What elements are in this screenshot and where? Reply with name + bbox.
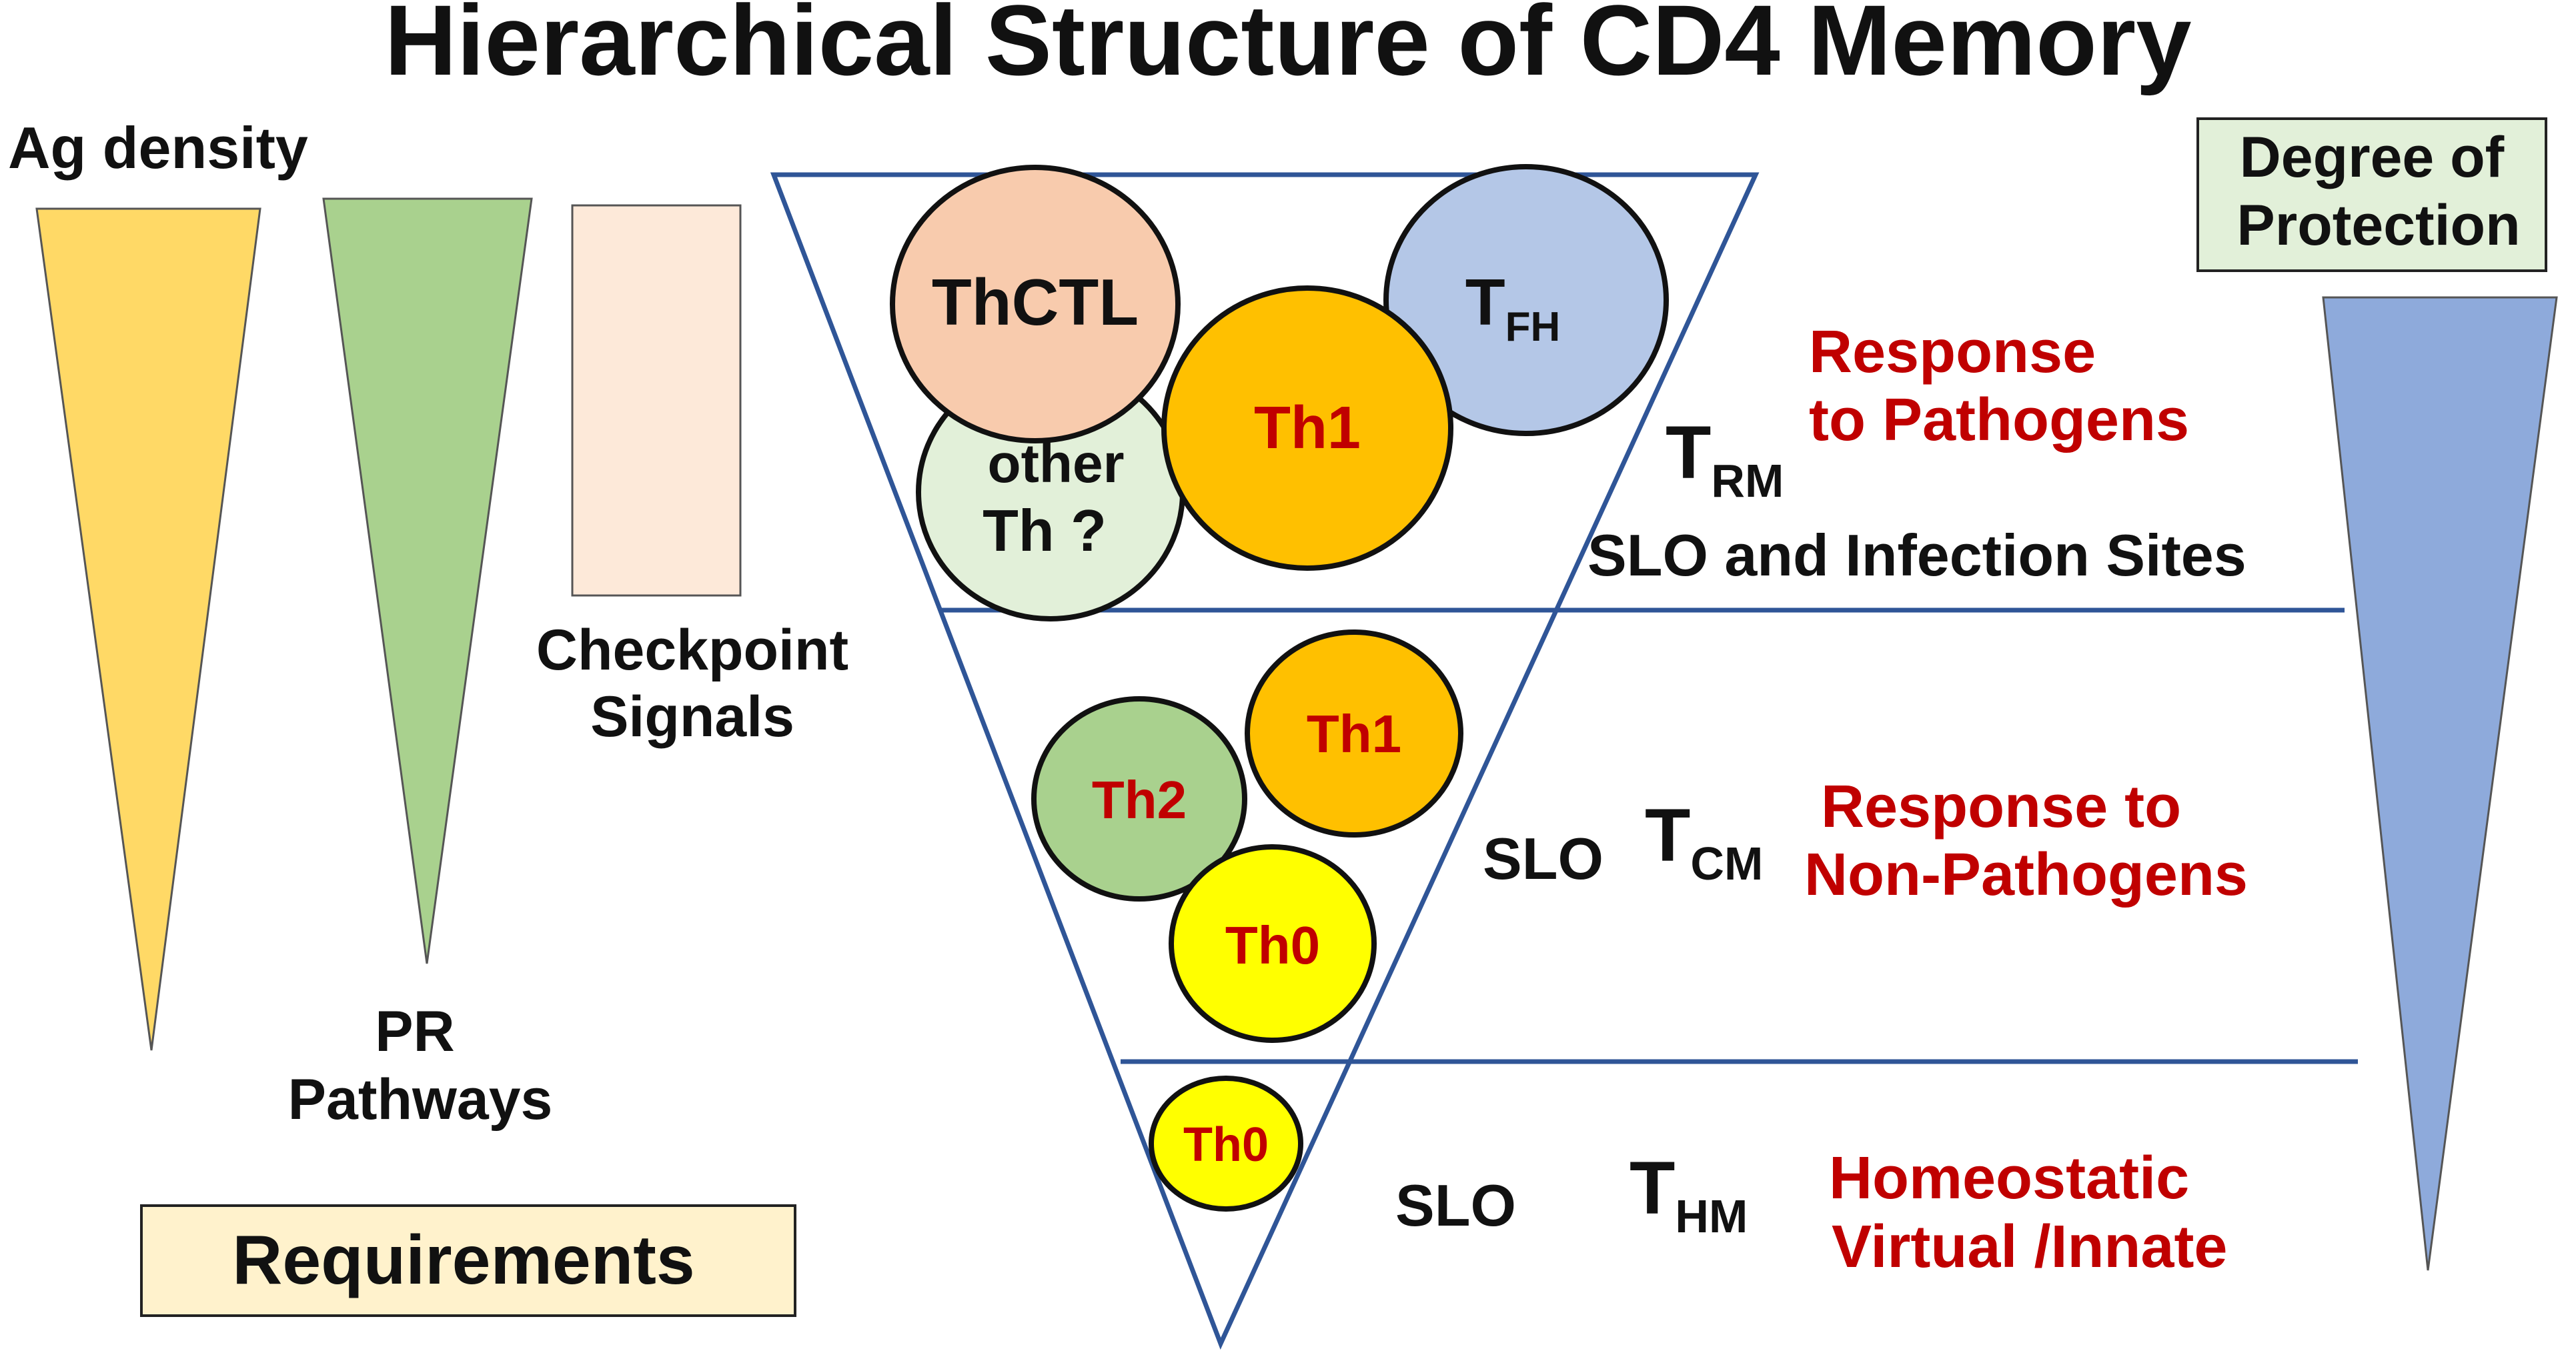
th1-top-label: Th1: [1254, 395, 1361, 461]
thm-label-main: T: [1630, 1146, 1675, 1230]
requirements-label: Requirements: [232, 1222, 695, 1299]
tfh-label-sub: FH: [1505, 304, 1561, 350]
tfh-label-main: T: [1465, 265, 1505, 339]
tcm-label-main: T: [1645, 794, 1690, 877]
trm-label-sub: RM: [1711, 455, 1784, 507]
hierarchy-triangle: [770, 172, 1760, 1350]
th0-cell-middle: [1169, 844, 1377, 1043]
tcm-label-sub: CM: [1690, 838, 1763, 890]
protection-label-line1: Degree of: [2240, 125, 2505, 189]
trm-label: TRM: [1666, 411, 1784, 507]
thctl-label: ThCTL: [932, 265, 1139, 339]
title: Hierarchical Structure of CD4 Memory: [384, 0, 2191, 96]
response-nonpathogens-line2: Non-Pathogens: [1804, 842, 2248, 908]
th0-cell-bottom: [1149, 1076, 1303, 1212]
tcm-label: TCM: [1645, 794, 1763, 890]
checkpoint-label-line1: Checkpoint: [536, 618, 848, 682]
response-pathogens-line1: Response: [1809, 319, 2096, 385]
th1-middle-label: Th1: [1307, 704, 1401, 764]
checkpoint-signals-bar: [571, 204, 742, 597]
slo-infection-sites-label: SLO and Infection Sites: [1587, 522, 2246, 588]
response-nonpathogens-line1: Response to: [1821, 774, 2181, 840]
homeostatic-line2: Virtual /Innate: [1832, 1214, 2227, 1280]
homeostatic-line1: Homeostatic: [1829, 1145, 2189, 1212]
th0-bottom-label: Th0: [1183, 1118, 1269, 1172]
trm-label-main: T: [1666, 411, 1711, 494]
pr-pathways-wedge: [322, 197, 533, 964]
thctl-cell: [890, 165, 1181, 443]
th1-cell-middle: [1245, 629, 1463, 838]
tfh-label: TFH: [1465, 265, 1561, 350]
ag-density-label: Ag density: [8, 115, 308, 181]
degree-of-protection-box: [2196, 117, 2547, 272]
protection-label-line2: Protection: [2236, 193, 2520, 257]
tfh-cell: [1383, 164, 1669, 436]
requirements-box: [140, 1204, 796, 1317]
thm-label-sub: HM: [1675, 1190, 1748, 1242]
checkpoint-label-line2: Signals: [590, 685, 794, 749]
slo-middle-label: SLO: [1483, 826, 1603, 892]
th1-cell-top: [1161, 285, 1453, 571]
other-th-label-line1: other: [988, 433, 1125, 494]
degree-of-protection-wedge: [2322, 296, 2558, 1271]
slo-bottom-label: SLO: [1395, 1172, 1516, 1238]
th0-middle-label: Th0: [1225, 916, 1320, 975]
pr-pathways-label-line2: Pathways: [288, 1068, 553, 1132]
ag-density-wedge: [35, 207, 261, 1051]
th2-cell: [1031, 696, 1247, 902]
response-pathogens-line2: to Pathogens: [1809, 387, 2189, 453]
pr-pathways-label-line1: PR: [375, 1000, 454, 1064]
th2-label: Th2: [1092, 770, 1187, 830]
thm-label: THM: [1630, 1146, 1748, 1242]
other-th-label-line2: Th ?: [983, 497, 1107, 563]
